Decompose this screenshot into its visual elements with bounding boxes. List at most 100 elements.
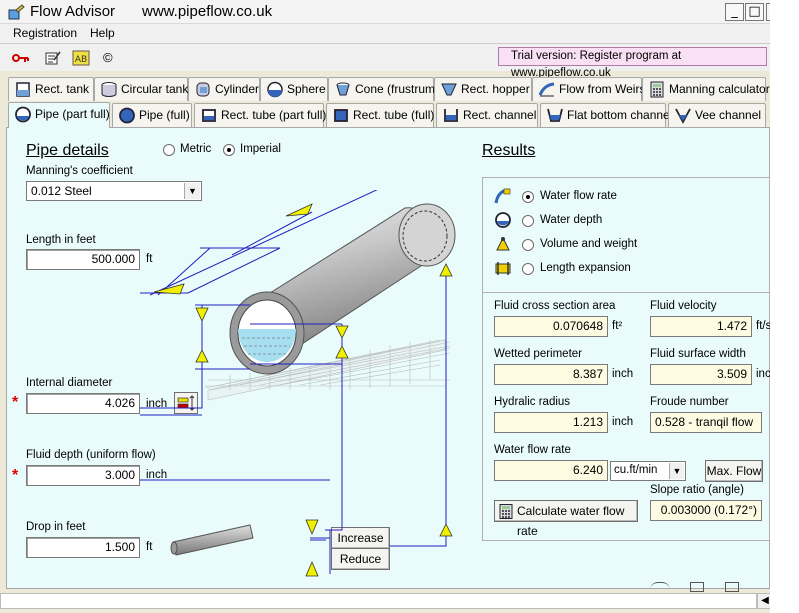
tab-flow-from-weirs[interactable]: Flow from Weirs xyxy=(532,77,646,101)
key-icon[interactable] xyxy=(12,50,30,66)
calculator-icon xyxy=(650,81,664,98)
tab-rect-tube-part-full[interactable]: Rect. tube (part full) xyxy=(194,103,327,127)
tab-rect-tank[interactable]: Rect. tank xyxy=(8,77,94,101)
length-unit: ft xyxy=(146,253,153,265)
max-flow-button[interactable]: Max. Flow xyxy=(705,460,763,482)
tab-pipe-full[interactable]: Pipe (full) xyxy=(112,103,192,127)
tab-label: Cone (frustrum) xyxy=(355,82,440,96)
save-icon[interactable] xyxy=(690,582,704,592)
tab-rect-tube-full[interactable]: Rect. tube (full) xyxy=(326,103,434,127)
results-group xyxy=(482,177,770,541)
tab-sphere[interactable]: Sphere xyxy=(260,77,328,101)
tab-pipe-part-full[interactable]: Pipe (part full) xyxy=(8,102,110,128)
wetted-perimeter-output: 8.387 xyxy=(494,364,608,385)
tab-label: Flat bottom channel xyxy=(567,108,673,122)
water-depth-icon xyxy=(495,212,511,228)
vee-channel-icon xyxy=(675,108,691,124)
reduce-button[interactable]: Reduce xyxy=(331,548,390,570)
circular-tank-icon xyxy=(101,82,117,97)
froude-output: 0.528 - tranqil flow xyxy=(650,412,762,433)
rect-tank-icon xyxy=(16,82,30,97)
pipe-full-icon xyxy=(119,107,135,124)
flow-unit-value: cu.ft/min xyxy=(614,464,658,476)
refresh-icon[interactable] xyxy=(650,582,670,592)
tab-rect-channel[interactable]: Rect. channel xyxy=(436,103,538,127)
tab-label: Rect. hopper xyxy=(461,82,530,96)
mode-label: Water depth xyxy=(540,214,603,226)
mode-radio-flow-rate[interactable] xyxy=(522,191,534,203)
flow-rate-output: 6.240 xyxy=(494,460,608,481)
wetted-perimeter-label: Wetted perimeter xyxy=(494,348,582,360)
menu-registration[interactable]: Registration xyxy=(13,26,78,40)
imperial-label: Imperial xyxy=(240,143,281,155)
tab-label: Rect. tank xyxy=(35,82,90,96)
tab-vee-channel[interactable]: Vee channel xyxy=(668,103,766,127)
depth-input[interactable]: 3.000 xyxy=(26,465,140,486)
svg-text:AB: AB xyxy=(75,55,87,65)
tab-label: Circular tank xyxy=(121,82,189,96)
tab-label: Rect. tube (part full) xyxy=(221,108,327,122)
mode-radio-length-expansion[interactable] xyxy=(522,263,534,275)
drop-input[interactable]: 1.500 xyxy=(26,537,140,558)
tab-circular-tank[interactable]: Circular tank xyxy=(94,77,188,101)
background-window-strip xyxy=(770,0,799,613)
manning-selected-value: 0.012 Steel xyxy=(31,184,92,198)
app-logo-icon xyxy=(8,4,25,20)
length-label: Length in feet xyxy=(26,234,96,246)
cross-section-unit: ft² xyxy=(612,320,623,332)
velocity-output: 1.472 xyxy=(650,316,752,337)
surface-width-unit: inch xyxy=(756,368,770,380)
tab-cylinder[interactable]: Cylinder xyxy=(188,77,260,101)
weir-icon xyxy=(538,82,555,97)
mode-radio-volume-weight[interactable] xyxy=(522,239,534,251)
flat-bottom-channel-icon xyxy=(547,108,563,122)
minimize-button[interactable]: _ xyxy=(725,3,744,21)
app-url: www.pipeflow.co.uk xyxy=(142,3,273,20)
diameter-input[interactable]: 4.026 xyxy=(26,393,140,414)
calculate-flow-button[interactable]: Calculate water flow rate xyxy=(494,500,638,538)
about-copyright-icon[interactable]: © xyxy=(103,50,113,65)
tab-manning-calculator[interactable]: Manning calculator xyxy=(642,77,770,101)
manning-label: Manning's coefficient xyxy=(26,165,133,177)
edit-document-icon[interactable] xyxy=(44,50,62,66)
depth-unit: inch xyxy=(146,469,168,481)
trial-notice: Trial version: Register program at www.p… xyxy=(498,47,767,79)
hydraulic-radius-label: Hydralic radius xyxy=(494,396,571,408)
length-input[interactable]: 500.000 xyxy=(26,249,140,270)
calculator-icon xyxy=(499,504,513,519)
flow-unit-select[interactable]: cu.ft/min ▼ xyxy=(610,461,686,481)
tab-label: Cylinder xyxy=(215,82,260,96)
slope-ratio-output: 0.003000 (0.172°) xyxy=(650,500,762,521)
chevron-down-icon[interactable]: ▼ xyxy=(669,463,684,479)
horizontal-scrollbar[interactable] xyxy=(0,593,757,609)
results-title: Results xyxy=(482,142,536,159)
app-title: Flow Advisor xyxy=(30,3,116,20)
menu-bar: Registration Help xyxy=(0,24,790,43)
pipe-details-title: Pipe details xyxy=(26,142,109,159)
chevron-down-icon[interactable]: ▼ xyxy=(184,183,200,199)
maximize-button[interactable]: □ xyxy=(745,3,764,21)
imperial-radio[interactable] xyxy=(223,144,235,156)
tab-label: Manning calculator xyxy=(669,82,770,96)
mode-radio-water-depth[interactable] xyxy=(522,215,534,227)
tab-label: Flow from Weirs xyxy=(559,82,646,96)
calculate-flow-label: Calculate water flow rate xyxy=(517,504,625,538)
menu-help[interactable]: Help xyxy=(90,26,115,40)
tab-rect-hopper[interactable]: Rect. hopper xyxy=(434,77,532,101)
mode-label: Length expansion xyxy=(540,262,631,274)
cross-section-label: Fluid cross section area xyxy=(494,300,616,312)
flow-rate-icon xyxy=(494,188,511,204)
diameter-unit: inch xyxy=(146,398,168,410)
tab-label: Pipe (full) xyxy=(139,108,190,122)
yellow-arrows xyxy=(153,203,453,577)
depth-label: Fluid depth (uniform flow) xyxy=(26,449,156,461)
manning-select[interactable]: 0.012 Steel ▼ xyxy=(26,181,202,201)
help-icon[interactable]: AB xyxy=(72,50,90,66)
flow-rate-label: Water flow rate xyxy=(494,444,571,456)
required-marker: * xyxy=(12,394,19,411)
tab-cone-frustrum[interactable]: Cone (frustrum) xyxy=(328,77,439,101)
drop-label: Drop in feet xyxy=(26,521,86,533)
tab-flat-bottom-channel[interactable]: Flat bottom channel xyxy=(540,103,672,127)
metric-radio[interactable] xyxy=(163,144,175,156)
print-icon[interactable] xyxy=(725,582,739,592)
